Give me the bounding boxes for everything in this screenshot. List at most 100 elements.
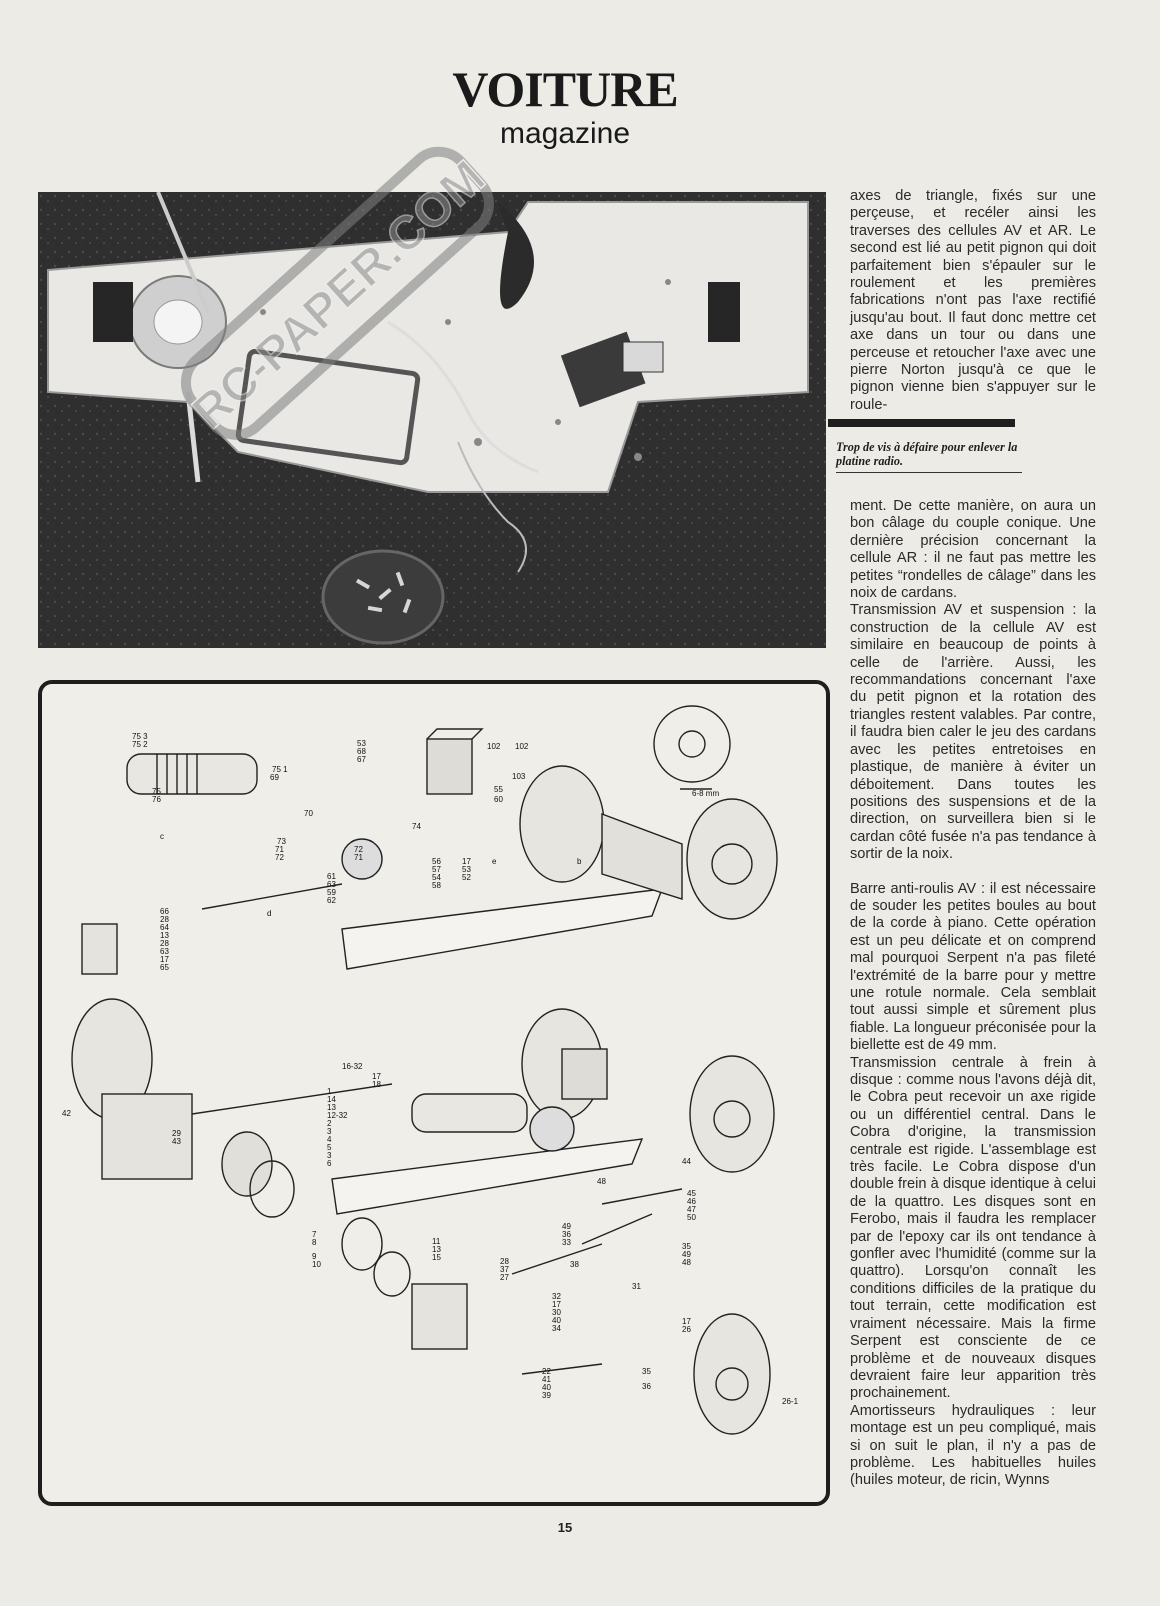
part-number-label: 70 <box>304 809 313 818</box>
part-number-label: 28 <box>160 939 169 948</box>
part-number-label: 31 <box>632 1282 641 1291</box>
part-number-label: 53 <box>357 739 366 748</box>
part-number-label: 75 <box>152 787 161 796</box>
part-number-label: 49 <box>682 1250 691 1259</box>
part-number-label: 7 <box>312 1230 317 1239</box>
paragraph: axes de triangle, fixés sur une perçeuse… <box>850 188 1096 413</box>
part-number-label: 13 <box>432 1245 441 1254</box>
part-number-label: 17 <box>682 1317 691 1326</box>
part-number-label: 22 <box>542 1367 551 1376</box>
part-number-label: 4 <box>327 1135 332 1144</box>
paragraph: Barre anti-roulis AV : il est nécessaire… <box>850 880 1096 1054</box>
part-number-label: 36 <box>642 1382 651 1391</box>
part-number-label: 41 <box>542 1375 551 1384</box>
part-number-label: 46 <box>687 1197 696 1206</box>
paragraph: Amortisseurs hydrauliques : leur montage… <box>850 1402 1096 1489</box>
caption-rule <box>828 419 1015 427</box>
part-number-label: 62 <box>327 896 336 905</box>
part-number-label: 75 3 <box>132 732 148 741</box>
part-number-label: e <box>492 857 497 866</box>
part-number-label: 103 <box>512 772 526 781</box>
page-number: 15 <box>557 1520 573 1535</box>
part-number-label: 68 <box>357 747 366 756</box>
part-number-label: 38 <box>570 1260 579 1269</box>
part-number-label: 10 <box>312 1260 321 1269</box>
part-number-label: 72 <box>275 853 284 862</box>
part-number-label: 42 <box>62 1109 71 1118</box>
part-number-label: 28 <box>500 1257 509 1266</box>
part-number-label: 16-32 <box>342 1062 363 1071</box>
part-number-label: 40 <box>542 1383 551 1392</box>
part-number-label: 34 <box>552 1324 561 1333</box>
part-number-label: 26 <box>682 1325 691 1334</box>
part-number-label: 73 <box>277 837 286 846</box>
dimension-label: 6-8 mm <box>692 789 719 798</box>
part-number-label: 26-1 <box>782 1397 799 1406</box>
part-number-label: 56 <box>432 857 441 866</box>
part-number-label: 54 <box>432 873 441 882</box>
caption-underline <box>836 472 1022 473</box>
part-number-label: 63 <box>327 880 336 889</box>
part-number-label: 35 <box>642 1367 651 1376</box>
part-number-label: 66 <box>160 907 169 916</box>
part-number-label: 58 <box>432 881 441 890</box>
paragraph: ment. De cette manière, on aura un bon c… <box>850 498 1096 602</box>
part-number-label: 13 <box>327 1103 336 1112</box>
part-number-label: 33 <box>562 1238 571 1247</box>
part-number-label: 74 <box>412 822 421 831</box>
part-number-label: 47 <box>687 1205 696 1214</box>
chassis-photo <box>38 192 826 648</box>
article-column-top: axes de triangle, fixés sur une perçeuse… <box>850 188 1096 414</box>
part-number-label: 11 <box>432 1237 441 1246</box>
part-number-label: 57 <box>432 865 441 874</box>
part-number-label: 48 <box>682 1258 691 1267</box>
part-number-label: 36 <box>562 1230 571 1239</box>
part-number-label: 6 <box>327 1159 332 1168</box>
part-number-label: 2 <box>327 1119 332 1128</box>
part-number-label: d <box>267 909 271 918</box>
part-number-label: 15 <box>432 1253 441 1262</box>
part-number-label: 63 <box>160 947 169 956</box>
part-number-label: 27 <box>500 1273 509 1282</box>
part-number-label: 59 <box>327 888 336 897</box>
paragraph: Transmission centrale à frein à disque :… <box>850 1054 1096 1402</box>
part-number-label: 65 <box>160 963 169 972</box>
part-number-label: 61 <box>327 872 336 881</box>
part-number-label: 102 <box>515 742 529 751</box>
part-number-label: 1 <box>327 1087 332 1096</box>
part-number-label: 32 <box>552 1292 561 1301</box>
part-number-label: 12-32 <box>327 1111 348 1120</box>
part-number-label: 9 <box>312 1252 317 1261</box>
part-number-label: 13 <box>160 931 169 940</box>
part-number-label: 69 <box>270 773 279 782</box>
part-number-label: 29 <box>172 1129 181 1138</box>
part-number-label: 60 <box>494 795 503 804</box>
part-number-label: 37 <box>500 1265 509 1274</box>
part-number-label: 55 <box>494 785 503 794</box>
part-number-label: 28 <box>160 915 169 924</box>
part-number-label: 71 <box>275 845 284 854</box>
part-number-label: 8 <box>312 1238 317 1247</box>
part-number-label: 39 <box>542 1391 551 1400</box>
part-number-label: 5 <box>327 1143 332 1152</box>
masthead: VOITURE magazine <box>420 62 710 150</box>
part-number-label: 50 <box>687 1213 696 1222</box>
part-number-label: 3 <box>327 1127 332 1136</box>
part-number-label: 67 <box>357 755 366 764</box>
part-number-label: c <box>160 832 164 841</box>
photo-caption: Trop de vis à défaire pour enlever la pl… <box>836 440 1018 468</box>
part-number-label: 35 <box>682 1242 691 1251</box>
part-number-label: 53 <box>462 865 471 874</box>
part-number-label: 75 2 <box>132 740 148 749</box>
part-number-label: 45 <box>687 1189 696 1198</box>
part-number-label: 43 <box>172 1137 181 1146</box>
part-number-label: 17 <box>462 857 471 866</box>
part-number-label: 71 <box>354 853 363 862</box>
part-number-label: 48 <box>597 1177 606 1186</box>
part-number-label: 17 <box>160 955 169 964</box>
part-number-label: 17 <box>372 1072 381 1081</box>
part-number-label: 72 <box>354 845 363 854</box>
part-number-label: 75 1 <box>272 765 288 774</box>
part-number-label: 30 <box>552 1308 561 1317</box>
